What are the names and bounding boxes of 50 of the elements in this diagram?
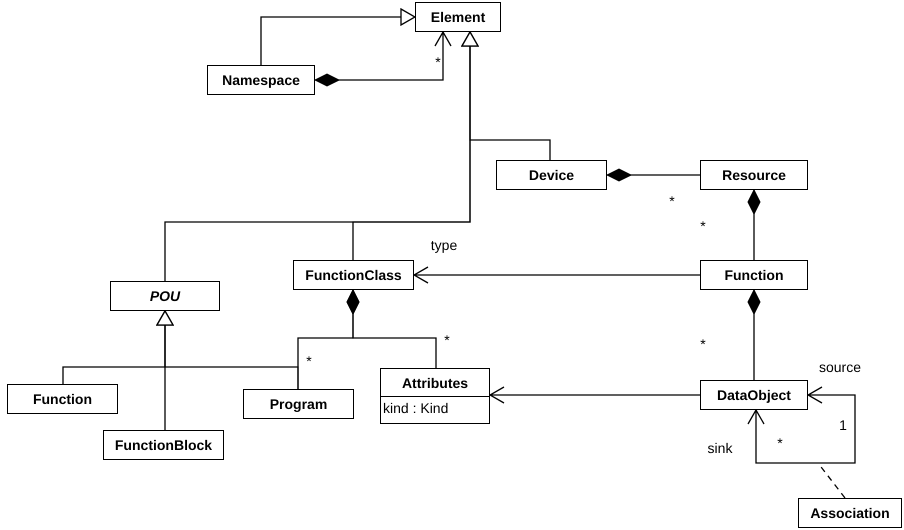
- class-box: [243, 389, 354, 419]
- role-label: *: [700, 218, 706, 234]
- association-arrow: [314, 31, 452, 86]
- role-label: *: [700, 336, 706, 352]
- composition-line: [748, 290, 760, 380]
- class-box: [700, 380, 808, 410]
- class-name: Function: [723, 266, 785, 284]
- abstract-class-box: [110, 281, 220, 311]
- class-box: [700, 260, 808, 290]
- class-name: POU: [148, 286, 182, 306]
- role-label: type: [430, 237, 458, 253]
- role-label: source: [818, 359, 862, 375]
- generalization-arrow: [461, 31, 551, 160]
- role-label: *: [306, 353, 312, 369]
- class-box: [380, 368, 490, 424]
- class-name: Function: [32, 390, 94, 408]
- class-box: [496, 160, 607, 190]
- class-name: Attributes: [400, 374, 470, 392]
- class-box: [103, 430, 224, 460]
- class-name: Resource: [721, 166, 787, 184]
- class-name: Program: [268, 394, 328, 414]
- composition-line: [346, 290, 437, 368]
- association-arrow: [413, 266, 700, 284]
- class-box: [7, 384, 118, 414]
- class-name: DataObject: [716, 386, 792, 405]
- composition-line: [606, 168, 700, 182]
- class-box: [207, 65, 315, 95]
- class-box: [293, 260, 414, 290]
- class-box: [700, 160, 808, 190]
- generalization-arrow: [260, 8, 416, 65]
- association-class-link: [817, 462, 846, 498]
- class-name: Element: [430, 8, 486, 26]
- class-box: [415, 2, 501, 32]
- class-name: Association: [809, 504, 891, 522]
- class-name: Device: [528, 166, 576, 184]
- attribute-text: kind : Kind: [381, 396, 489, 419]
- class-name: FunctionClass: [304, 266, 403, 284]
- association-arrow: [747, 386, 856, 464]
- role-label: *: [777, 435, 783, 451]
- role-label: sink: [708, 440, 732, 456]
- role-label: *: [669, 193, 675, 209]
- class-box: [798, 498, 902, 528]
- role-label: *: [444, 332, 450, 348]
- class-name: FunctionBlock: [114, 436, 214, 454]
- role-label: *: [435, 54, 441, 70]
- composition-line: [748, 190, 760, 260]
- association-arrow: [489, 386, 700, 404]
- role-label: 1: [839, 417, 847, 433]
- class-name: Namespace: [221, 70, 301, 90]
- generalization-arrow: [156, 310, 299, 389]
